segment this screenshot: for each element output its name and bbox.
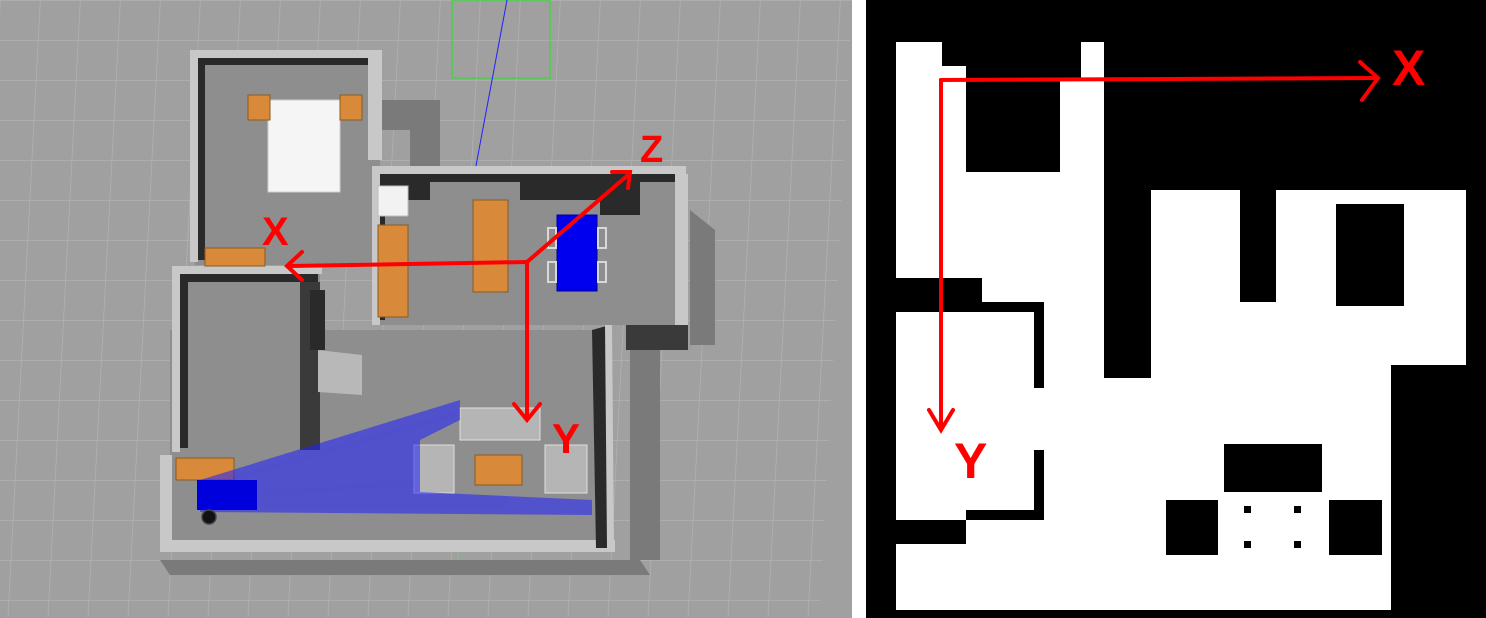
sofa-right xyxy=(544,444,588,494)
bed-headboard-left xyxy=(247,94,271,121)
map-x-axis-arrow xyxy=(939,76,1378,82)
obstacle xyxy=(1104,190,1151,378)
obstacle xyxy=(1060,42,1081,64)
obstacle xyxy=(1224,444,1322,492)
sim-y-axis-label: Y xyxy=(552,415,580,462)
robot[interactable] xyxy=(201,509,217,525)
z-axis-arrow xyxy=(525,173,630,264)
bed-headboard-right xyxy=(339,94,363,121)
bedroom-desk xyxy=(204,247,266,267)
map-obstacles xyxy=(896,42,1404,555)
occupancy-map-view[interactable]: X Y xyxy=(866,0,1486,618)
wall-shadows xyxy=(160,100,715,575)
obstacle xyxy=(1294,506,1301,513)
obstacle xyxy=(896,450,1044,544)
map-y-axis-label: Y xyxy=(954,433,987,489)
simulation-3d-view[interactable]: X Y Z xyxy=(0,0,852,618)
map-x-axis-label: X xyxy=(1392,40,1425,96)
y-axis-arrowhead xyxy=(512,402,542,424)
kitchen-counter xyxy=(377,224,409,318)
occupancy-map-canvas[interactable]: X Y xyxy=(866,0,1486,618)
sim-z-axis-label: Z xyxy=(640,129,663,171)
sim-coordinate-axes xyxy=(284,170,633,424)
map-coordinate-axes xyxy=(927,60,1381,434)
coffee-table xyxy=(474,454,523,486)
furniture xyxy=(175,94,607,494)
map-x-axis-arrowhead xyxy=(1358,60,1381,102)
dining-chair xyxy=(547,261,557,283)
simulation-canvas[interactable]: X Y Z xyxy=(0,0,852,618)
z-axis-arrowhead xyxy=(610,170,633,190)
obstacle xyxy=(966,80,1060,172)
fridge xyxy=(377,185,409,217)
obstacle xyxy=(1329,500,1382,555)
obstacle xyxy=(1240,190,1276,302)
x-axis-arrow xyxy=(288,260,529,268)
dining-table xyxy=(556,214,598,292)
obstacle xyxy=(1166,500,1218,555)
sim-x-axis-label: X xyxy=(262,210,289,254)
walls xyxy=(160,50,688,552)
obstacle xyxy=(1336,204,1404,306)
dining-chair xyxy=(597,227,607,249)
dining-chair xyxy=(597,261,607,283)
kitchen-island xyxy=(472,199,509,293)
obstacle xyxy=(1244,506,1251,513)
obstacle xyxy=(896,302,1044,388)
camera-frustum xyxy=(451,0,551,79)
obstacle xyxy=(1294,541,1301,548)
sofa-left xyxy=(413,444,455,494)
x-axis-arrowhead xyxy=(284,250,304,282)
map-y-axis-arrowhead xyxy=(927,408,955,434)
bed xyxy=(267,99,341,193)
obstacle xyxy=(1244,541,1251,548)
laser-scan-core xyxy=(197,480,257,510)
